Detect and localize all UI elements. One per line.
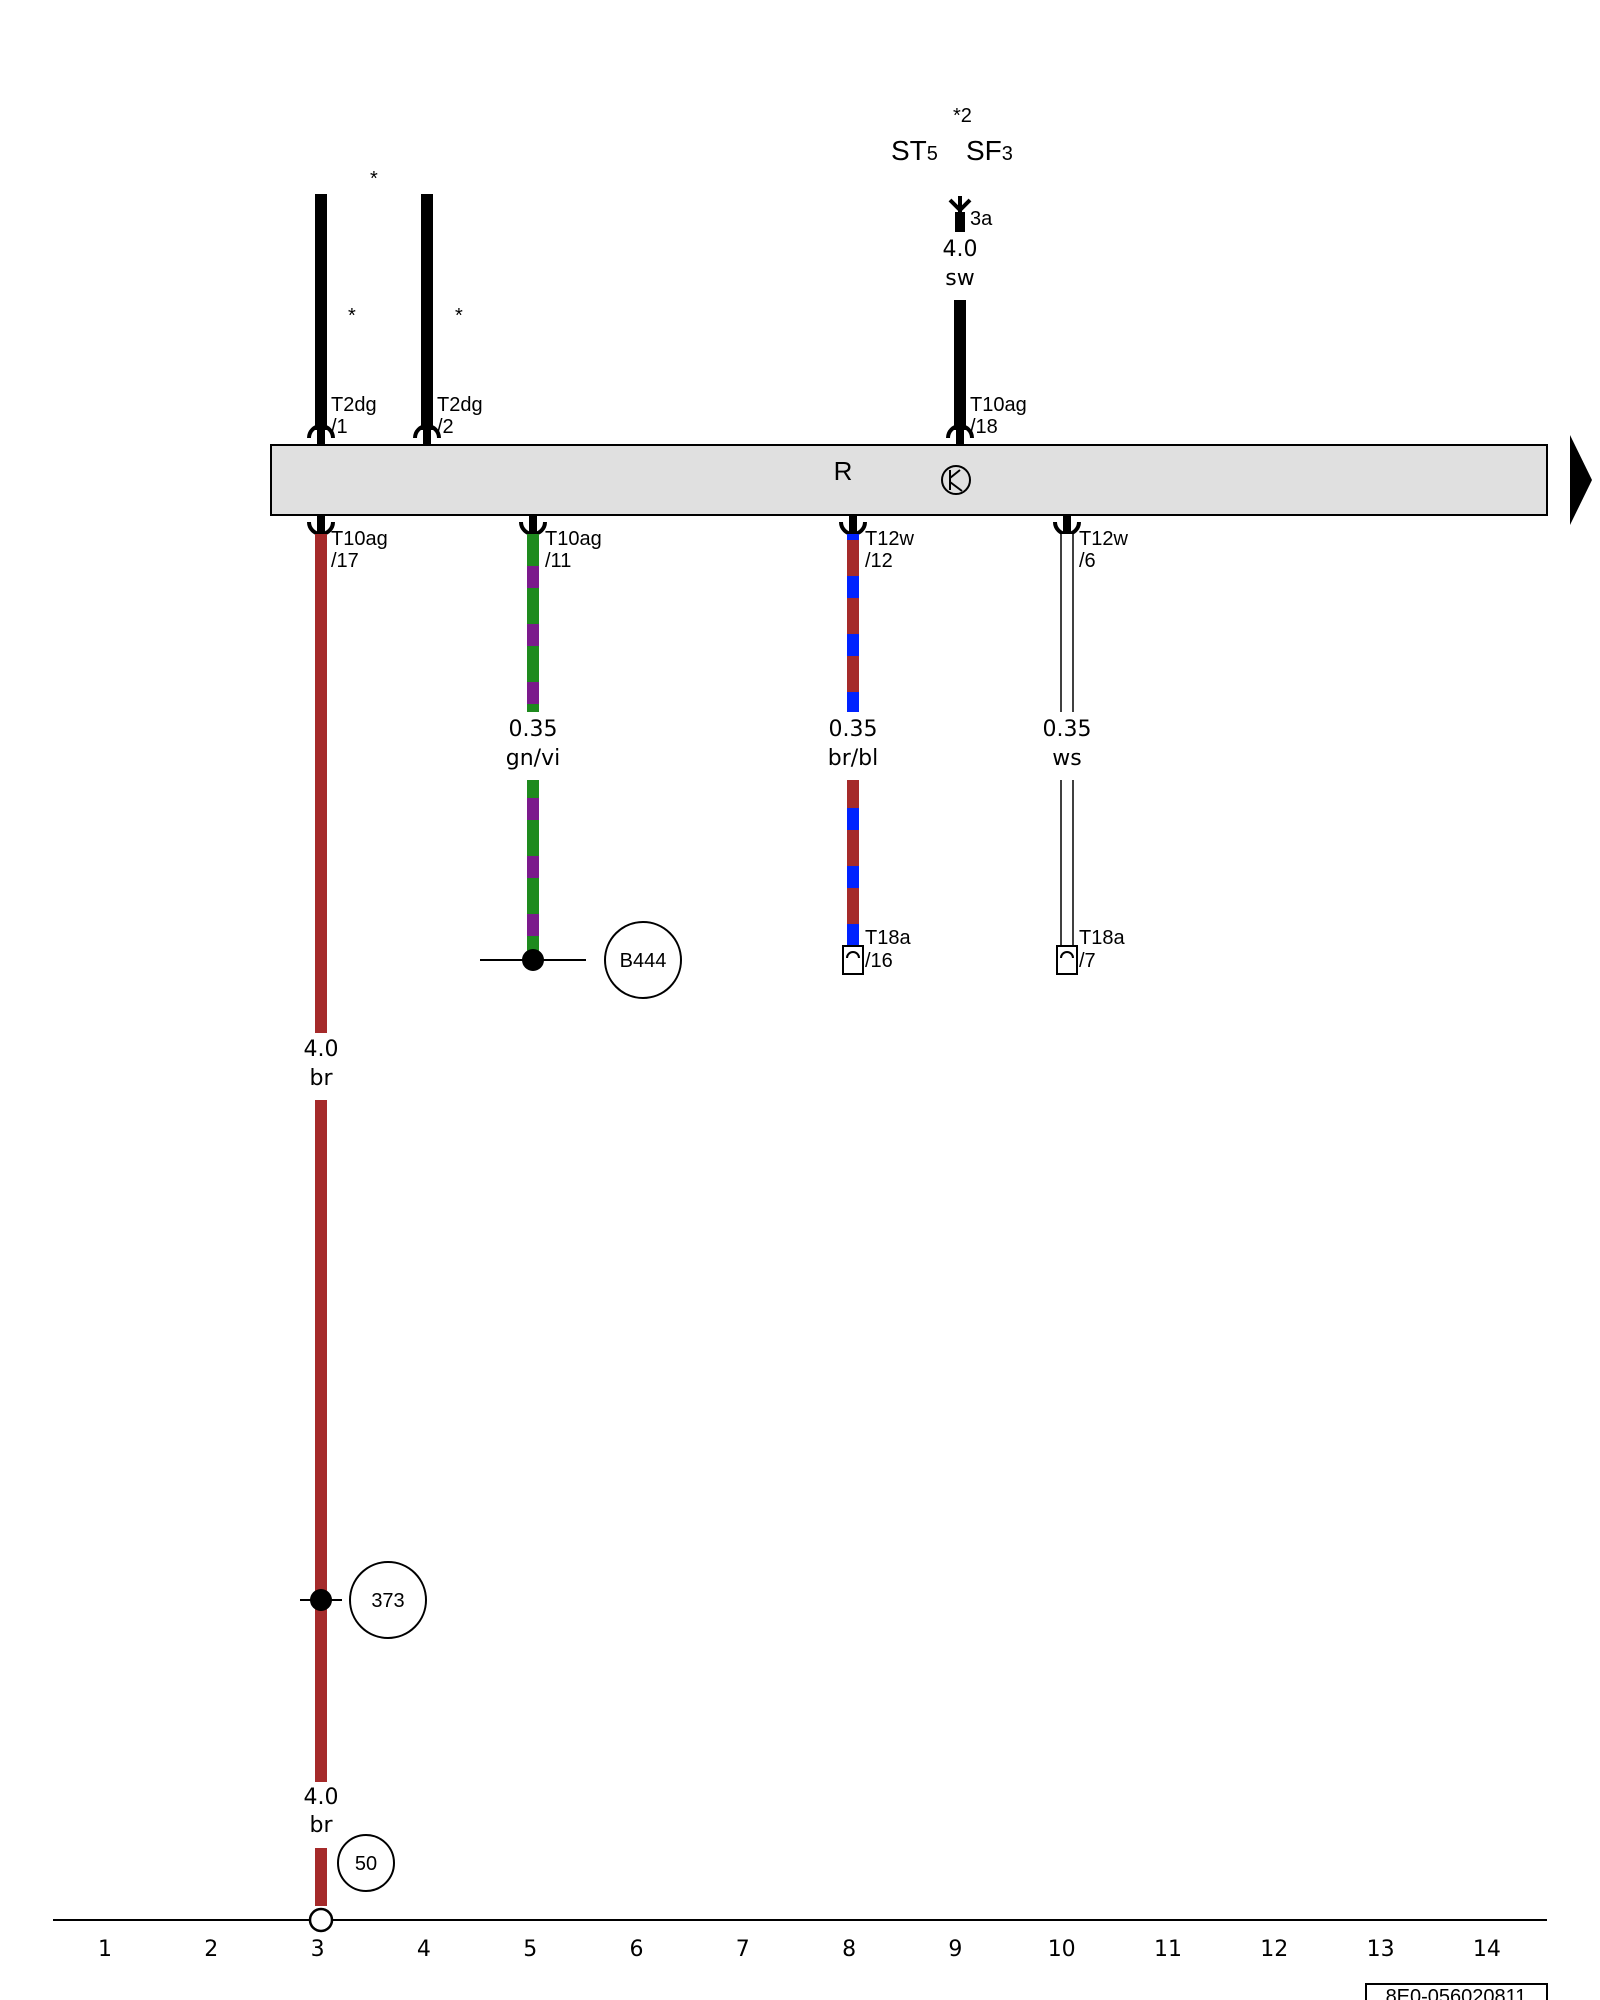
wire-sw-color: sw: [945, 266, 974, 291]
wire-t2dg-2: [421, 194, 433, 430]
wire-gnvi-color: gn/vi: [506, 746, 560, 771]
connector-socket-icon: [842, 945, 864, 975]
asterisk-left: *: [348, 305, 356, 327]
wire-br-upper: [315, 534, 327, 1033]
wire-gnvi-lower: [527, 780, 539, 960]
connector-t10ag-18-name: T10ag: [970, 394, 1027, 416]
grid-number: 10: [1048, 1937, 1076, 1962]
connector-t10ag-11-pin: /11: [545, 550, 571, 572]
grid-number: 1: [98, 1937, 112, 1962]
connector-t10ag-18-pin: /18: [970, 416, 998, 438]
connector-terminal-icon: [839, 516, 867, 536]
connector-t12w-12-pin: /12: [865, 550, 893, 572]
fuse-note: *2: [953, 105, 972, 127]
wire-brbl-color: br/bl: [828, 746, 879, 771]
connector-socket-icon: [1056, 945, 1078, 975]
wire-gnvi-cross-section: 0.35: [509, 717, 558, 742]
fuse-st-text: ST: [891, 135, 927, 166]
grid-number: 4: [417, 1937, 431, 1962]
grid-number: 7: [736, 1937, 750, 1962]
wire-ws-cross-section: 0.35: [1043, 717, 1092, 742]
fuse-sf-sub: 3: [1002, 143, 1013, 165]
wire-gnvi-upper: [527, 534, 539, 712]
grid-number: 13: [1367, 1937, 1395, 1962]
grid-number: 2: [204, 1937, 218, 1962]
ref-373-label: 373: [371, 1590, 404, 1612]
wire-br-middle: [315, 1100, 327, 1782]
wire-ws-lower: [1060, 780, 1074, 945]
wire-ws-upper: [1060, 534, 1074, 712]
fuse-terminal-label: 3a: [970, 208, 993, 230]
fuse-sf-text: SF: [966, 135, 1002, 166]
doc-id-box: [1365, 1983, 1548, 2000]
wire-br-upper-cross-section: 4.0: [304, 1037, 339, 1062]
grid-number: 3: [311, 1937, 325, 1962]
continuation-arrow-icon: [1570, 435, 1592, 525]
connector-t2dg-2-name: T2dg: [437, 394, 483, 416]
grid-number: 5: [523, 1937, 537, 1962]
grid-number: 6: [630, 1937, 644, 1962]
wire-br-lower-color: br: [309, 1813, 333, 1838]
asterisk-right: *: [455, 305, 463, 327]
connector-t18a-16-name: T18a: [865, 927, 911, 949]
connector-t18a-7-pin: /7: [1079, 950, 1096, 972]
grid-number: 14: [1473, 1937, 1501, 1962]
connector-terminal-icon: [946, 424, 974, 444]
wire-brbl-lower: [847, 780, 859, 945]
wire-sw-cross-section: 4.0: [943, 237, 978, 262]
fuse-terminal-icon: [948, 196, 972, 232]
wire-br-lower: [315, 1848, 327, 1906]
ground-splice-node: [522, 949, 544, 971]
connector-terminal-icon: [413, 424, 441, 444]
ref-373-circle: [349, 1561, 427, 1639]
connector-t2dg-1-pin: /1: [331, 416, 348, 438]
connector-t2dg-2-pin: /2: [437, 416, 454, 438]
component-box: [270, 444, 1548, 516]
ref-b444-circle: [604, 921, 682, 999]
connector-t10ag-17-pin: /17: [331, 550, 359, 572]
splice-node: [310, 1589, 332, 1611]
connector-terminal-icon: [307, 424, 335, 444]
fuse-st-label: ST5: [891, 135, 938, 166]
connector-t10ag-11-name: T10ag: [545, 528, 602, 550]
connector-t18a-7-name: T18a: [1079, 927, 1125, 949]
connector-terminal-icon: [307, 516, 335, 536]
grid-number: 8: [842, 1937, 856, 1962]
wire-br-upper-color: br: [309, 1066, 333, 1091]
connector-t12w-6-name: T12w: [1079, 528, 1128, 550]
connector-t12w-12-name: T12w: [865, 528, 914, 550]
grid-number: 12: [1260, 1937, 1288, 1962]
component-label: R: [834, 456, 853, 486]
connector-t12w-6-pin: /6: [1079, 550, 1096, 572]
fuse-sf-label: SF3: [966, 135, 1013, 166]
ref-50-label: 50: [355, 1853, 377, 1875]
grid-number: 11: [1154, 1937, 1182, 1962]
grid-number: 9: [948, 1937, 962, 1962]
connector-t10ag-17-name: T10ag: [331, 528, 388, 550]
connector-t2dg-1-name: T2dg: [331, 394, 377, 416]
ref-50-circle: [337, 1834, 395, 1892]
wire-br-lower-cross-section: 4.0: [304, 1785, 339, 1810]
wire-sw: [954, 300, 966, 430]
asterisk-top: *: [370, 168, 378, 190]
transistor-icon: [941, 465, 971, 495]
doc-id-label: 8E0-056020811: [1386, 1986, 1527, 2000]
wire-ws-color: ws: [1052, 746, 1081, 771]
ref-b444-label: B444: [620, 950, 667, 972]
ground-terminal-node: [308, 1907, 334, 1933]
connector-t18a-16-pin: /16: [865, 950, 893, 972]
wire-brbl-upper: [847, 534, 859, 712]
wire-t2dg-1: [315, 194, 327, 430]
wire-brbl-cross-section: 0.35: [829, 717, 878, 742]
connector-terminal-icon: [519, 516, 547, 536]
connector-terminal-icon: [1053, 516, 1081, 536]
fuse-st-sub: 5: [927, 143, 938, 165]
